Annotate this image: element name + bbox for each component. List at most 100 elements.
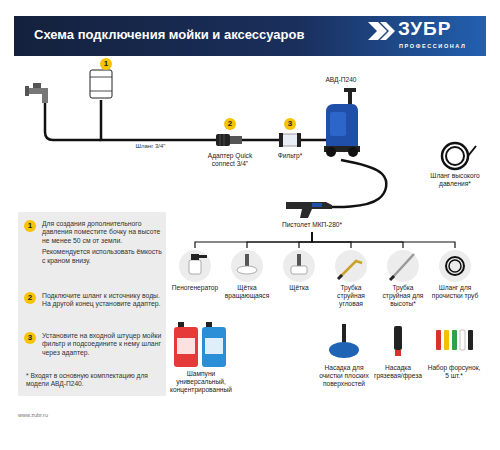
- note: 3 Установите на входной штуцер мойки филь…: [24, 332, 162, 370]
- accessory-line: [312, 232, 351, 248]
- footnote-text: * Входят в основную комплектацию для мод…: [26, 372, 160, 388]
- nozzle-set: Набор форсунок, 5 шт.*: [426, 318, 482, 404]
- gun-image: [286, 202, 332, 218]
- part-label: Шланг высокого давления*: [422, 172, 488, 188]
- note-text: Установите на входной штуцер мойки фильт…: [42, 332, 162, 357]
- brush-head: [291, 266, 307, 274]
- bottle-label: [205, 338, 223, 354]
- hose-stub: [318, 139, 326, 142]
- foam-nozzle: [199, 255, 207, 258]
- tube-end: [338, 275, 342, 279]
- accessory-circle: [283, 250, 315, 282]
- part-label: Щётка вращающаяся: [223, 284, 271, 300]
- accessory-line: [299, 232, 312, 248]
- title-text: Схема подключения мойки и аксессуаров: [34, 27, 304, 42]
- barrel-body: [90, 70, 112, 98]
- part-label: Насадка для очистки плоских поверхностей: [318, 364, 370, 388]
- part-label: Адаптер Quick connect 3/4": [200, 152, 260, 168]
- note-text: Рекомендуется использовать ёмкость с кра…: [42, 248, 162, 265]
- callout-number: 2: [24, 292, 36, 304]
- part-label: Насадка грязевая/фреза: [372, 364, 424, 380]
- coil-tail: [468, 146, 476, 156]
- hose-coil: [442, 143, 476, 169]
- accessory-circle: [439, 250, 471, 282]
- water-barrel: [90, 70, 112, 98]
- logo-subtitle: ПРОФЕССИОНАЛ: [399, 43, 466, 49]
- brush: Щётка: [275, 248, 323, 312]
- washer-wheel: [348, 147, 358, 157]
- accessory-circle: [335, 250, 367, 282]
- foam-bottle: [189, 260, 201, 274]
- callout-number: 1: [24, 220, 36, 232]
- red-bottle: [174, 327, 198, 367]
- part-label: Шампуни универсальный, концентрированный: [168, 370, 234, 394]
- website-url: www.zubr.ru: [18, 412, 48, 418]
- rotary-brush: [237, 266, 257, 274]
- nozzle: [436, 330, 441, 350]
- rotary-brush: Щётка вращающаяся: [223, 248, 271, 312]
- coil-loop: [446, 147, 464, 165]
- part-label: Фильтр*: [272, 152, 308, 160]
- filter-body: [280, 134, 300, 146]
- nozzle: [460, 330, 465, 350]
- adapter-ridge: [224, 134, 225, 146]
- callout-number: 3: [24, 332, 36, 344]
- washer-body: [326, 104, 358, 150]
- surface-cleaner: [329, 324, 359, 358]
- accessory-line: [195, 232, 312, 248]
- adapter-ridge: [220, 134, 221, 146]
- barrel-hoop: [90, 77, 112, 78]
- filter-end: [279, 133, 283, 147]
- part-label: Шланг для прочистки труб: [431, 284, 479, 300]
- nozzle: [452, 330, 457, 350]
- dirt-nozzle: Насадка грязевая/фреза: [372, 318, 424, 404]
- coil-loop: [442, 143, 468, 169]
- quick-adapter: 2Адаптер Quick connect 3/4": [200, 118, 260, 180]
- filter-end: [297, 133, 301, 147]
- hose-line: [260, 139, 272, 142]
- filter-image: [279, 133, 301, 147]
- bottle-cap: [178, 322, 184, 327]
- bottle-cap: [206, 322, 212, 327]
- header-band: [14, 16, 486, 56]
- hose-line: [308, 139, 318, 142]
- pressure-washer: АВД-П240: [318, 76, 364, 160]
- notes-panel: * Входят в основную комплектацию для мод…: [18, 212, 166, 396]
- barrel-hoop: [90, 91, 112, 92]
- part-label: Щётка: [275, 284, 323, 292]
- hose-line: [341, 160, 386, 207]
- accessory-icons: [179, 250, 471, 282]
- part-label: Трубка струйная для высоты*: [379, 284, 427, 308]
- foam-generator: Пеногенератор: [171, 248, 219, 312]
- logo-text: ЗУБР: [398, 18, 451, 40]
- blue-bottle: [202, 327, 226, 367]
- part-label: Пеногенератор: [171, 284, 219, 292]
- part-label: Трубка струйная угловая: [327, 284, 375, 308]
- pipe-hose-coil: [449, 260, 461, 272]
- brush-handle: [297, 254, 301, 266]
- hose-line: [101, 100, 200, 140]
- note: 1 Для создания дополнительного давления п…: [24, 220, 162, 284]
- pipe-hose-coil: [446, 257, 464, 275]
- note-text: Для создания дополнительного давления по…: [42, 220, 162, 245]
- high-pressure-hose: Шланг высокого давления*: [422, 138, 488, 198]
- tap-handle: [33, 83, 41, 88]
- shampoo: Шампуни универсальный, концентрированный: [168, 318, 234, 402]
- angled-tube: Трубка струйная угловая: [327, 248, 375, 312]
- adapter-image: [216, 134, 242, 146]
- gun-accent: [312, 203, 322, 207]
- accessory-circle: [179, 250, 211, 282]
- tap-hose: [45, 103, 101, 140]
- nozzle: [444, 330, 449, 350]
- water-tap: [25, 83, 48, 103]
- dirt-nozzle: [394, 326, 402, 356]
- note: 2Подключите шланг к источнику воды. На д…: [24, 292, 162, 328]
- washer-grip: [344, 88, 356, 92]
- accessory-line: [312, 232, 403, 248]
- tap-spout: [42, 91, 48, 103]
- accessory-line: [247, 232, 312, 248]
- nozzle: [468, 330, 473, 350]
- part-label: АВД-П240: [318, 76, 364, 84]
- shampoo-bottles: [174, 322, 226, 367]
